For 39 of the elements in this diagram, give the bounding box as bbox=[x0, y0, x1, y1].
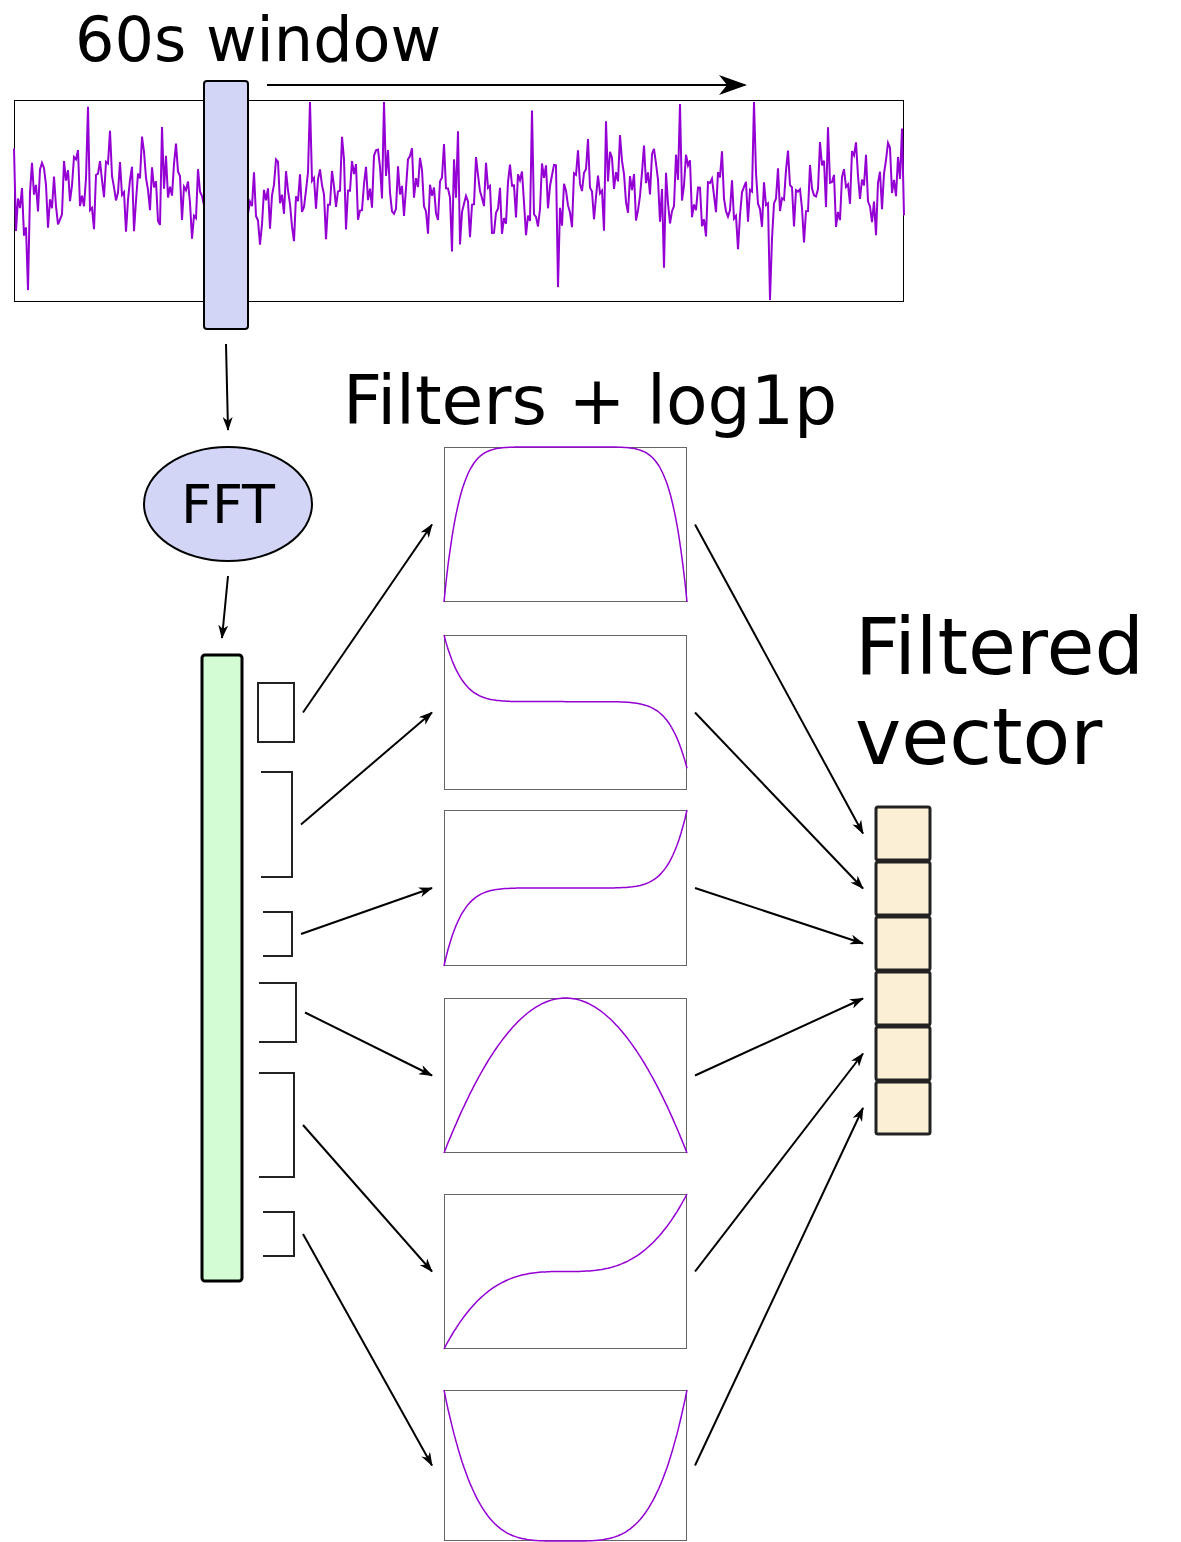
filter-plot bbox=[443, 809, 688, 967]
filter-plot bbox=[443, 1389, 688, 1542]
vector-cell bbox=[874, 1080, 932, 1136]
arrow bbox=[302, 523, 433, 714]
vector-cell bbox=[874, 805, 932, 862]
filter-plot bbox=[443, 997, 688, 1154]
arrow bbox=[694, 711, 864, 890]
arrow bbox=[694, 1052, 864, 1273]
window-bar bbox=[203, 80, 249, 330]
bracket bbox=[258, 982, 297, 1043]
arrow bbox=[694, 997, 864, 1077]
vector-cell bbox=[874, 1025, 932, 1082]
arrow bbox=[218, 575, 229, 639]
arrow bbox=[302, 1124, 433, 1273]
filter-plot bbox=[443, 634, 688, 790]
heading-label: Filters + log1p bbox=[343, 362, 838, 441]
arrow bbox=[300, 711, 433, 826]
vector-cell bbox=[874, 970, 932, 1027]
filter-plot bbox=[443, 446, 688, 603]
bracket bbox=[262, 1211, 295, 1257]
bracket bbox=[260, 771, 293, 878]
spectrum-bar bbox=[200, 653, 244, 1283]
signal-plot bbox=[13, 100, 905, 302]
filter-plot bbox=[443, 1193, 688, 1350]
arrow bbox=[694, 1107, 864, 1467]
heading-label: 60s window bbox=[75, 4, 442, 76]
arrow bbox=[302, 1233, 433, 1467]
arrow bbox=[694, 887, 864, 945]
vector-cell bbox=[874, 860, 932, 917]
node-label: FFT bbox=[180, 472, 276, 536]
arrow bbox=[304, 1011, 433, 1077]
arrow bbox=[222, 343, 233, 431]
bracket bbox=[262, 911, 293, 957]
vector-cell bbox=[874, 915, 932, 972]
arrow bbox=[300, 887, 433, 935]
heading-label: Filtered vector bbox=[855, 603, 1145, 783]
arrow bbox=[694, 523, 864, 835]
bracket bbox=[258, 1072, 295, 1178]
bin-box bbox=[257, 682, 295, 743]
